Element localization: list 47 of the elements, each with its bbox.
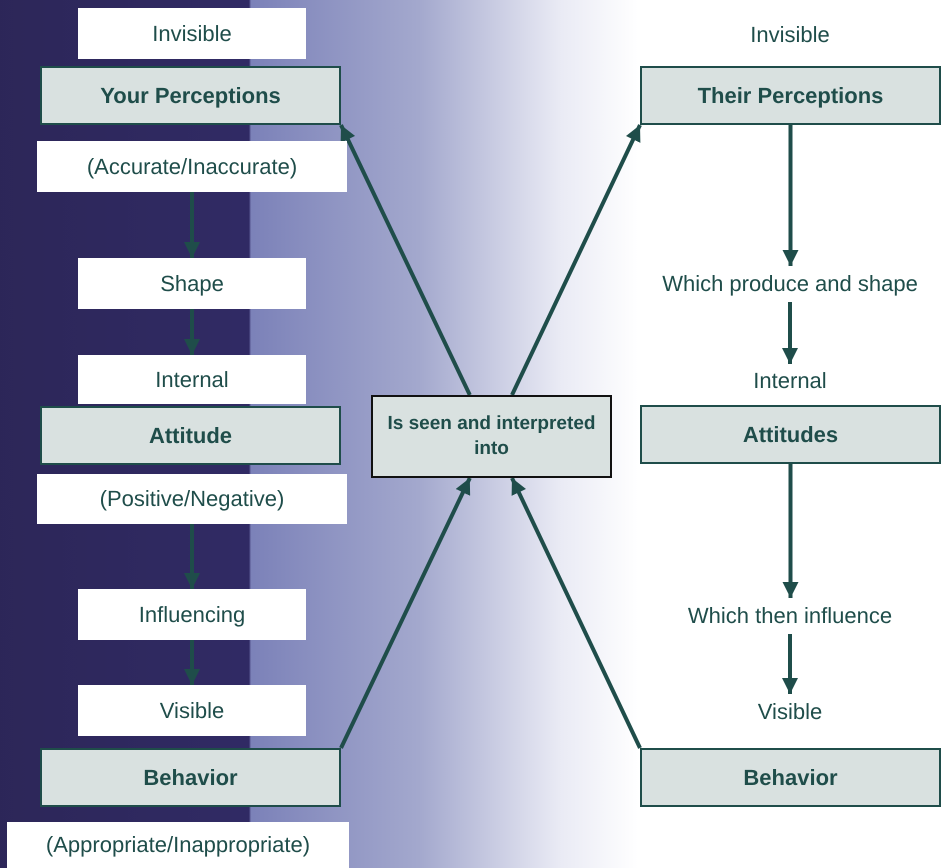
- arrow: [184, 640, 200, 685]
- concept-box: [40, 406, 341, 465]
- arrow: [339, 124, 472, 396]
- flow-text: Which produce and shape: [662, 271, 918, 297]
- box-text: Your Perceptions: [100, 82, 281, 108]
- arrow: [510, 477, 642, 749]
- box-text: Is seen and interpreted into: [386, 412, 596, 460]
- concept-box: [640, 405, 941, 464]
- box-text: (Positive/Negative): [100, 486, 284, 512]
- arrow: [184, 192, 200, 258]
- concept-box: [40, 748, 341, 807]
- concept-box: [640, 748, 941, 807]
- box-text: Attitude: [148, 422, 232, 448]
- flow-text: Internal: [753, 368, 827, 394]
- flow-text: Which then influence: [688, 603, 892, 629]
- flow-text: Visible: [758, 699, 822, 725]
- label-box: [78, 589, 306, 640]
- label-box: [37, 474, 347, 524]
- arrow: [510, 124, 642, 396]
- label-box: [78, 685, 306, 736]
- label-box: [78, 8, 306, 59]
- box-text: Shape: [160, 270, 224, 296]
- concept-box: [40, 66, 341, 125]
- concept-box: [640, 66, 941, 125]
- arrow: [782, 125, 798, 266]
- label-box: [7, 822, 349, 868]
- note-text: Invisible: [750, 22, 830, 48]
- box-text: Visible: [160, 698, 224, 724]
- box-text: Attitudes: [742, 422, 838, 448]
- arrow: [782, 464, 798, 598]
- box-text: Behavior: [143, 764, 238, 790]
- label-box: [78, 258, 306, 309]
- arrow: [184, 309, 200, 355]
- label-box: [37, 141, 347, 192]
- arrow: [339, 477, 472, 749]
- box-text: Invisible: [152, 20, 232, 46]
- process-box: [371, 395, 612, 478]
- box-text: Their Perceptions: [698, 82, 884, 108]
- label-box: [78, 355, 306, 404]
- box-text: (Appropriate/Inappropriate): [46, 832, 310, 858]
- arrow: [782, 302, 798, 364]
- box-text: Behavior: [743, 764, 838, 790]
- box-text: Influencing: [138, 602, 246, 628]
- arrow: [782, 634, 798, 694]
- box-text: Internal: [155, 366, 229, 392]
- box-text: (Accurate/Inaccurate): [86, 154, 298, 180]
- arrow: [184, 524, 200, 589]
